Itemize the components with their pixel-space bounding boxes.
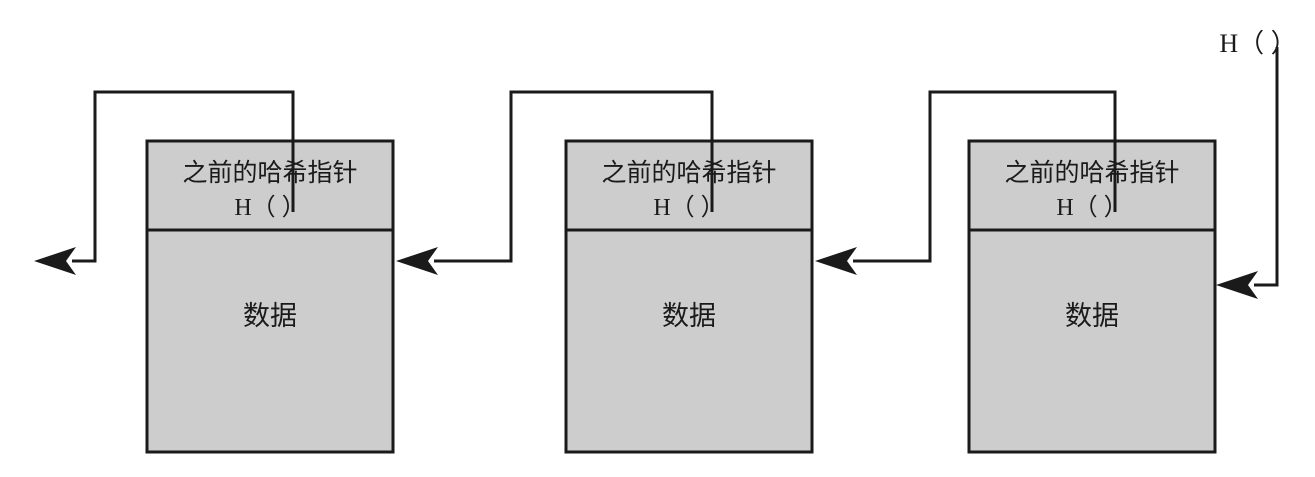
hash-pointer-connector-2	[396, 90, 714, 275]
hash-pointer-connector-1-arrowhead	[34, 247, 76, 275]
hash-pointer-connector-2-arrowhead	[396, 247, 438, 275]
tail-hash-pointer-label: H（ ）	[1219, 29, 1296, 58]
block-2-header-line1: 之前的哈希指针	[601, 159, 776, 187]
block-2: 之前的哈希指针 H（ ） 数据	[564, 139, 814, 454]
hash-pointer-connector-3-arrowhead	[815, 247, 857, 275]
block-1-header-box	[145, 139, 395, 232]
block-2-header-line2: H（ ）	[653, 195, 724, 221]
block-1-body-label: 数据	[243, 301, 297, 331]
block-3: 之前的哈希指针 H（ ） 数据	[967, 139, 1217, 454]
block-3-header-line1: 之前的哈希指针	[1004, 159, 1179, 187]
block-2-body-label: 数据	[662, 301, 716, 331]
hash-pointer-connector-3	[815, 90, 1117, 275]
block-3-header-line2: H（ ）	[1056, 195, 1127, 221]
hash-pointer-connector-3-path	[853, 90, 1117, 263]
hash-pointer-connector-1	[34, 90, 295, 275]
block-2-header-box	[564, 139, 814, 232]
block-1-body-box	[145, 228, 395, 454]
block-1: 之前的哈希指针 H（ ） 数据	[145, 139, 395, 454]
tail-hash-pointer: H（ ）	[1216, 29, 1297, 299]
block-1-header-line1: 之前的哈希指针	[182, 159, 357, 187]
block-3-body-label: 数据	[1065, 301, 1119, 331]
hash-pointer-connector-2-path	[434, 90, 714, 263]
block-3-body-box	[967, 228, 1217, 454]
block-1-header-line2: H（ ）	[234, 195, 305, 221]
tail-hash-pointer-arrowhead	[1216, 271, 1258, 299]
block-3-header-box	[967, 139, 1217, 232]
tail-hash-pointer-path	[1254, 47, 1279, 287]
hash-pointer-connector-1-path	[72, 90, 295, 263]
block-2-body-box	[564, 228, 814, 454]
